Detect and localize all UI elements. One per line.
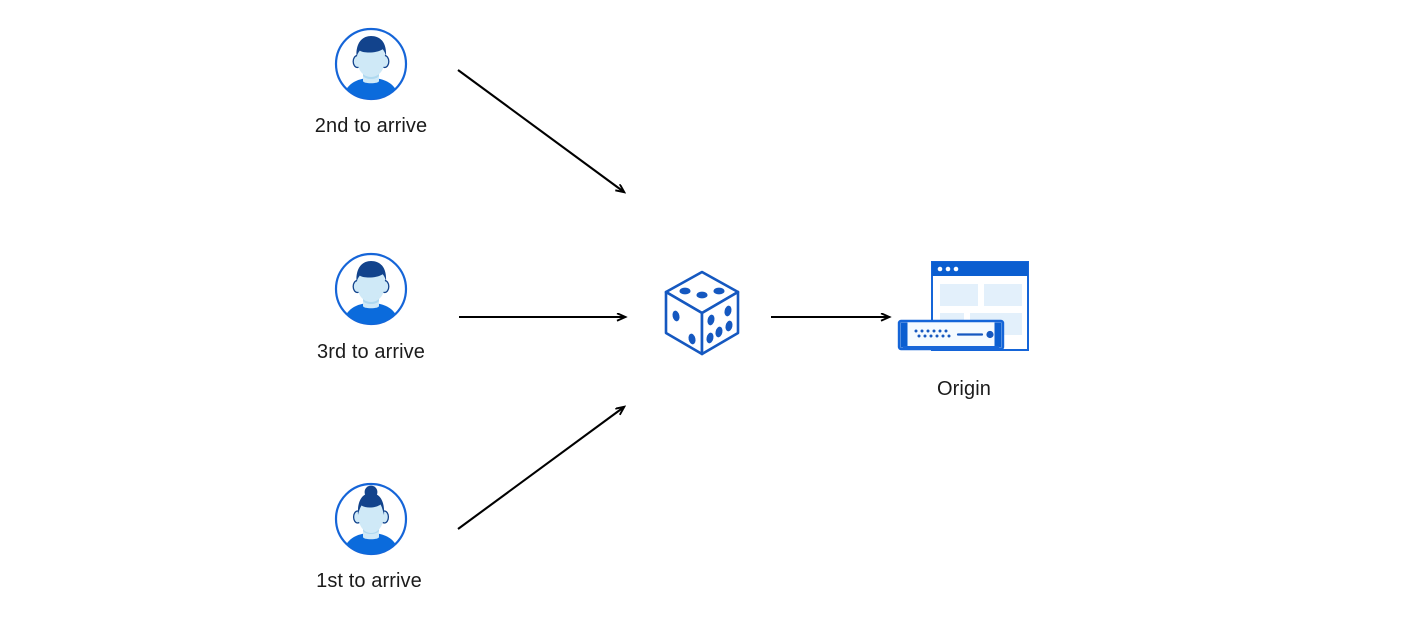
dice-cube-icon	[664, 270, 740, 356]
node-label-client-3rd: 3rd to arrive	[316, 341, 425, 363]
user-avatar-short-hair-icon	[334, 27, 408, 101]
user-avatar-short-hair-icon	[334, 252, 408, 326]
origin-server-browser-icon	[897, 261, 1029, 351]
node-label-client-1st: 1st to arrive	[316, 570, 422, 592]
arrow-1st-to-dice	[457, 407, 624, 530]
node-client-2nd	[333, 26, 409, 102]
user-avatar-bun-hair-icon	[334, 482, 408, 556]
node-label-origin: Origin	[937, 378, 991, 400]
node-load-balancer	[661, 268, 743, 358]
arrow-2nd-to-dice	[457, 69, 624, 192]
node-label-client-2nd: 2nd to arrive	[314, 115, 428, 137]
node-client-3rd	[333, 251, 409, 327]
node-client-1st	[333, 481, 409, 557]
server-appliance-icon	[897, 319, 1005, 351]
node-origin	[895, 258, 1035, 358]
